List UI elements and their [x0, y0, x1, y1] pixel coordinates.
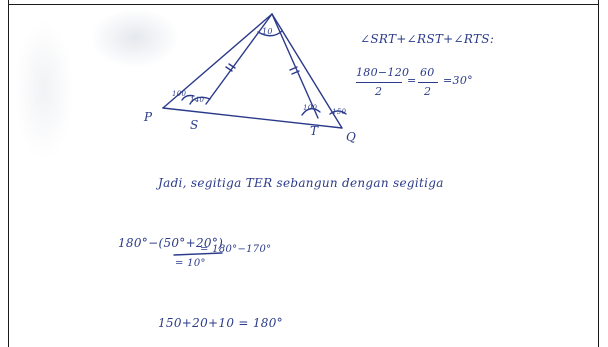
- fraction2-denominator: 2: [424, 85, 432, 98]
- scan-shadow: [14, 20, 74, 160]
- conclusion-text: Jadi, segitiga TER sebangun dengan segit…: [158, 176, 444, 190]
- angle-arc-r: [257, 30, 283, 37]
- fraction2-bar: [418, 82, 438, 83]
- side-rq: [271, 13, 343, 129]
- fraction-denominator: 2: [375, 85, 383, 98]
- calc1-mid: = 180°−170°: [200, 244, 272, 255]
- fraction-result: =30°: [443, 74, 473, 87]
- calc2-text: 150+20+10 = 180°: [158, 316, 283, 330]
- vertex-label-t: T: [310, 124, 319, 138]
- angle-label-r: 10: [262, 27, 273, 36]
- tick-mark: [228, 63, 236, 69]
- angle-arc-p: [181, 94, 195, 101]
- scan-shadow: [90, 8, 180, 68]
- vertex-label-p: P: [144, 110, 153, 124]
- tick-mark: [291, 70, 300, 75]
- base-pq: [162, 107, 343, 129]
- angle-arc-q: [329, 110, 347, 115]
- angle-label-q: 150: [332, 108, 347, 116]
- side-rs: [205, 13, 273, 105]
- frame-right-border: [598, 0, 599, 347]
- fraction-bar: [356, 82, 402, 83]
- angle-sum-text: ∠SRT+∠RST+∠RTS:: [360, 32, 495, 46]
- frame-top-border: [8, 4, 599, 5]
- frame-left-border: [8, 0, 9, 347]
- fraction2-numerator: 60: [420, 66, 435, 79]
- calc-underline: [173, 252, 223, 256]
- vertex-label-s: S: [190, 118, 199, 132]
- vertex-label-q: Q: [346, 130, 357, 144]
- side-rt: [271, 13, 319, 119]
- fraction-numerator: 180−120: [356, 66, 410, 79]
- angle-label-p: 100: [172, 90, 187, 98]
- tick-mark: [225, 66, 233, 72]
- calc1-left: 180°−(50°+20°): [118, 236, 224, 250]
- calc1-result: = 10°: [175, 258, 206, 269]
- fraction-equals: =: [407, 74, 417, 87]
- angle-arc-t: [301, 107, 321, 116]
- angle-label-t: 100: [303, 104, 318, 112]
- angle-arc-s: [189, 96, 211, 105]
- side-rp: [162, 13, 273, 109]
- tick-mark: [289, 66, 298, 71]
- angle-label-s: 140: [190, 96, 205, 104]
